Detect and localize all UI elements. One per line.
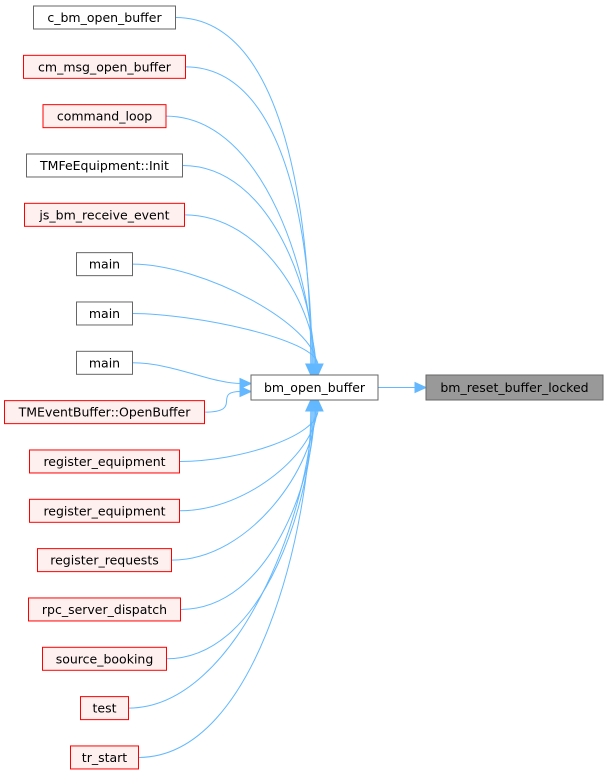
caller-node-main[interactable]: main — [76, 252, 133, 277]
caller-node-tmeventbuffer-openbuffer-label: TMEventBuffer::OpenBuffer — [18, 405, 192, 420]
edge-line — [175, 17, 312, 366]
edge-line — [132, 263, 318, 366]
caller-node-register-equipment-label: register_equipment — [43, 503, 165, 518]
caller-node-tr-start[interactable]: tr_start — [70, 745, 139, 770]
edge-main-7 — [132, 362, 253, 390]
caller-node-rpc-server-dispatch[interactable]: rpc_server_dispatch — [28, 597, 181, 622]
caller-node-test[interactable]: test — [80, 696, 129, 721]
caller-node-tmfeequipment-init-label: TMFeEquipment::Init — [39, 158, 169, 173]
edge-arrowhead — [312, 363, 324, 377]
caller-node-tmfeequipment-init[interactable]: TMFeEquipment::Init — [26, 153, 183, 178]
edge-arrowhead — [305, 398, 317, 412]
edge-line — [132, 362, 242, 384]
caller-node-js-bm-receive-event[interactable]: js_bm_receive_event — [24, 202, 185, 227]
caller-node-command-loop-box — [42, 104, 167, 129]
hub-node-bm-open-buffer-label: bm_open_buffer — [264, 380, 366, 395]
caller-node-cm-msg-open-buffer[interactable]: cm_msg_open_buffer — [23, 54, 186, 79]
caller-node-register-equipment-box — [29, 498, 180, 523]
caller-node-tr-start-label: tr_start — [82, 750, 128, 765]
caller-node-source-booking[interactable]: source_booking — [42, 646, 167, 671]
caller-node-rpc-server-dispatch-label: rpc_server_dispatch — [42, 602, 167, 617]
edge-arrowhead — [414, 381, 428, 394]
target-node-bm-reset-buffer-locked-box — [425, 374, 604, 401]
caller-node-test-label: test — [92, 701, 116, 716]
caller-node-register-equipment[interactable]: register_equipment — [29, 449, 180, 474]
hub-node-bm-open-buffer[interactable]: bm_open_buffer — [250, 374, 379, 401]
edge-arrowhead — [239, 377, 253, 390]
caller-node-tmfeequipment-init-box — [26, 153, 183, 178]
edge-command-loop-2 — [165, 115, 319, 377]
caller-node-c-bm-open-buffer-box — [33, 5, 176, 30]
hub-node-bm-open-buffer-box — [250, 374, 379, 401]
edge-line — [138, 409, 312, 758]
edge-line — [180, 409, 315, 610]
caller-node-c-bm-open-buffer-label: c_bm_open_buffer — [47, 10, 162, 25]
edge-tmeventbuffer-openbuffer-8 — [204, 385, 253, 413]
caller-node-js-bm-receive-event-box — [24, 202, 185, 227]
edge-line — [171, 409, 317, 561]
edge-line — [185, 66, 313, 366]
edge-arrowhead — [239, 385, 253, 398]
caller-node-main-box — [76, 252, 133, 277]
caller-node-main[interactable]: main — [76, 350, 133, 375]
caller-node-main-box — [76, 350, 133, 375]
caller-node-command-loop[interactable]: command_loop — [42, 104, 167, 129]
caller-node-main[interactable]: main — [76, 301, 133, 326]
edge-source-booking-13 — [166, 398, 319, 660]
edge-line — [128, 409, 313, 709]
caller-node-command-loop-label: command_loop — [57, 109, 152, 124]
nodes-layer: c_bm_open_buffer cm_msg_open_buffercomman… — [4, 5, 604, 770]
edge-js-bm-receive-event-4 — [184, 214, 322, 377]
edge-main-6 — [132, 312, 324, 377]
edge-line — [165, 115, 314, 366]
edges-layer — [128, 17, 428, 758]
edge-line — [204, 391, 242, 413]
caller-node-register-requests[interactable]: register_requests — [37, 548, 172, 573]
caller-node-register-equipment-box — [29, 449, 180, 474]
edge-hub-to-target — [378, 381, 428, 394]
caller-node-register-equipment-label: register_equipment — [43, 454, 165, 469]
caller-node-source-booking-label: source_booking — [56, 651, 154, 666]
caller-node-rpc-server-dispatch-box — [28, 597, 181, 622]
edge-line — [184, 214, 317, 366]
caller-node-source-booking-box — [42, 646, 167, 671]
caller-node-register-requests-box — [37, 548, 172, 573]
caller-node-js-bm-receive-event-label: js_bm_receive_event — [38, 207, 169, 222]
caller-node-main-label: main — [89, 257, 120, 272]
edge-line — [132, 312, 319, 366]
caller-node-c-bm-open-buffer[interactable]: c_bm_open_buffer — [33, 5, 176, 30]
target-node-bm-reset-buffer-locked-label: bm_reset_buffer_locked — [440, 380, 588, 395]
caller-node-tmeventbuffer-openbuffer-box — [4, 400, 205, 425]
caller-node-tmeventbuffer-openbuffer[interactable]: TMEventBuffer::OpenBuffer — [4, 400, 205, 425]
caller-node-register-equipment[interactable]: register_equipment — [29, 498, 180, 523]
edge-line — [166, 409, 314, 660]
target-node-bm-reset-buffer-locked[interactable]: bm_reset_buffer_locked — [425, 374, 604, 401]
edge-tr-start-15 — [138, 398, 317, 758]
caller-node-main-label: main — [89, 355, 120, 370]
caller-node-register-requests-label: register_requests — [50, 553, 158, 568]
caller-node-test-box — [80, 696, 129, 721]
caller-node-main-label: main — [89, 306, 120, 321]
caller-node-cm-msg-open-buffer-label: cm_msg_open_buffer — [38, 59, 172, 74]
caller-node-tr-start-box — [70, 745, 139, 770]
caller-node-cm-msg-open-buffer-box — [23, 54, 186, 79]
caller-node-main-box — [76, 301, 133, 326]
edge-cm-msg-open-buffer-1 — [185, 66, 318, 377]
edge-rpc-server-dispatch-12 — [180, 398, 321, 610]
edge-main-5 — [132, 263, 323, 377]
edge-line — [182, 164, 315, 366]
